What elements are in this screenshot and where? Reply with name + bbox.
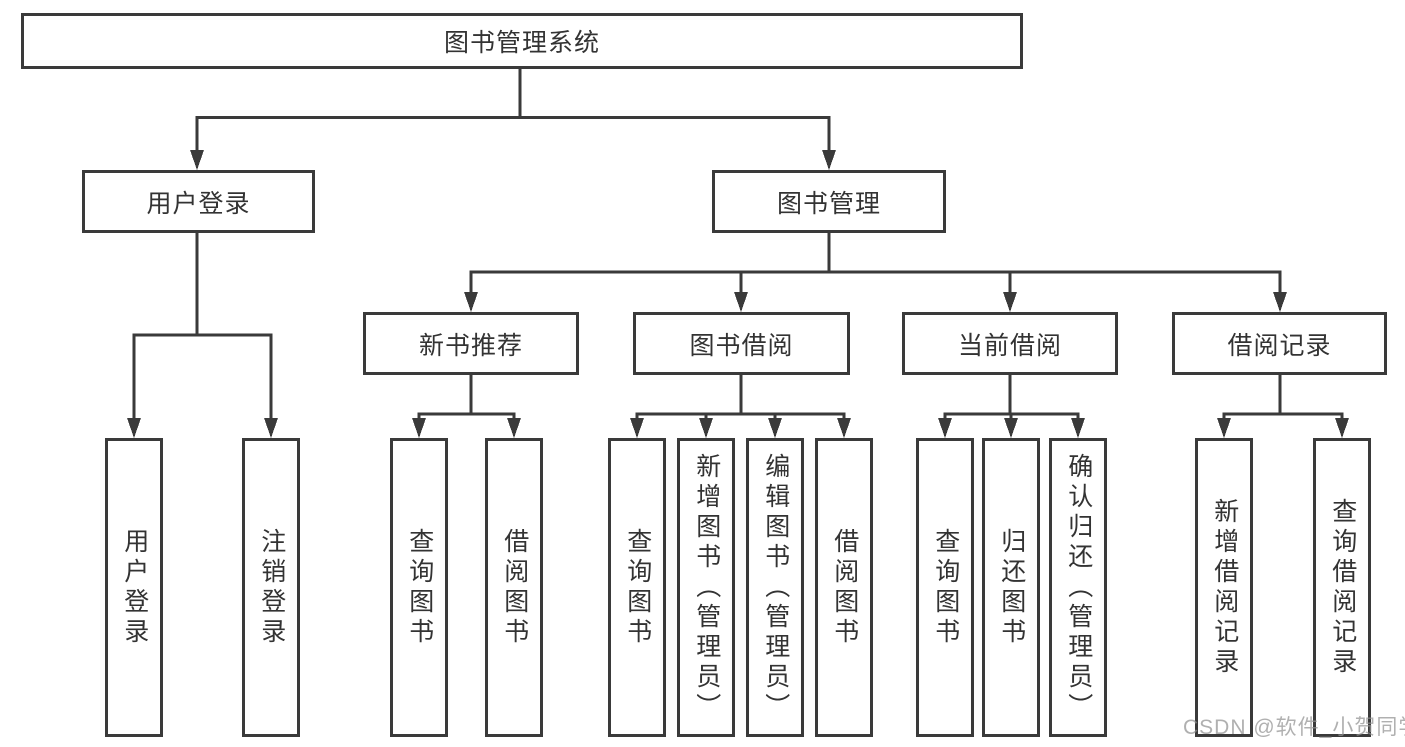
arrowhead [412,418,426,438]
arrowhead [507,418,521,438]
node-current-borrow-label: 当前借阅 [957,331,1062,360]
leaf-query-borrow-record-label: 查询借阅记录 [1328,497,1357,678]
watermark: CSDN @软件_小贺同学 [1183,716,1405,739]
leaf-query-books-recommend: 查询图书 [390,438,448,737]
leaf-query-books-borrow-label: 查询图书 [623,527,652,648]
leaf-borrow-books-borrow: 借阅图书 [815,438,873,737]
arrowhead [1004,418,1018,438]
arrowhead [264,418,278,438]
leaf-return-books: 归还图书 [982,438,1040,737]
node-book-management: 图书管理 [712,170,946,233]
leaf-query-books-current-label: 查询图书 [931,527,960,648]
node-user-login-label: 用户登录 [146,189,251,218]
leaf-user-login: 用户登录 [105,438,163,737]
node-book-borrow-label: 图书借阅 [689,331,794,360]
arrowhead [1071,418,1085,438]
node-borrow-records-label: 借阅记录 [1227,331,1332,360]
arrowhead [938,418,952,438]
leaf-add-borrow-record-label: 新增借阅记录 [1210,497,1239,678]
leaf-borrow-books-recommend-label: 借阅图书 [500,527,529,648]
leaf-logout-label: 注销登录 [257,527,286,648]
arrowhead [1273,292,1287,312]
node-current-borrow: 当前借阅 [902,312,1118,375]
leaf-edit-book-admin: 编辑图书（管理员） [746,438,804,737]
node-root-label: 图书管理系统 [443,29,600,57]
leaf-confirm-return-admin-label: 确认归还（管理员） [1064,452,1093,723]
leaf-query-books-borrow: 查询图书 [608,438,666,737]
leaf-query-books-current: 查询图书 [916,438,974,737]
node-book-management-label: 图书管理 [776,189,881,218]
leaf-add-book-admin: 新增图书（管理员） [677,438,735,737]
arrowhead [822,150,836,170]
leaf-edit-book-admin-label: 编辑图书（管理员） [761,452,790,723]
leaf-add-borrow-record: 新增借阅记录 [1195,438,1253,737]
leaf-add-book-admin-label: 新增图书（管理员） [692,452,721,723]
arrowhead [768,418,782,438]
leaf-query-borrow-record: 查询借阅记录 [1313,438,1371,737]
leaf-confirm-return-admin: 确认归还（管理员） [1049,438,1107,737]
arrowhead [190,150,204,170]
node-user-login: 用户登录 [82,170,315,233]
node-new-book-recommend: 新书推荐 [363,312,579,375]
leaf-borrow-books-borrow-label: 借阅图书 [830,527,859,648]
arrowhead [630,418,644,438]
leaf-borrow-books-recommend: 借阅图书 [485,438,543,737]
arrowhead [1217,418,1231,438]
leaf-user-login-label: 用户登录 [120,527,149,648]
node-root: 图书管理系统 [21,13,1023,69]
node-new-book-recommend-label: 新书推荐 [418,331,523,360]
node-borrow-records: 借阅记录 [1172,312,1387,375]
arrowhead [1335,418,1349,438]
leaf-logout: 注销登录 [242,438,300,737]
arrowhead [127,418,141,438]
node-book-borrow: 图书借阅 [633,312,850,375]
arrowhead [699,418,713,438]
arrowhead [734,292,748,312]
arrowhead [1003,292,1017,312]
leaf-query-books-recommend-label: 查询图书 [405,527,434,648]
arrowhead [837,418,851,438]
leaf-return-books-label: 归还图书 [997,527,1026,648]
arrowhead [464,292,478,312]
